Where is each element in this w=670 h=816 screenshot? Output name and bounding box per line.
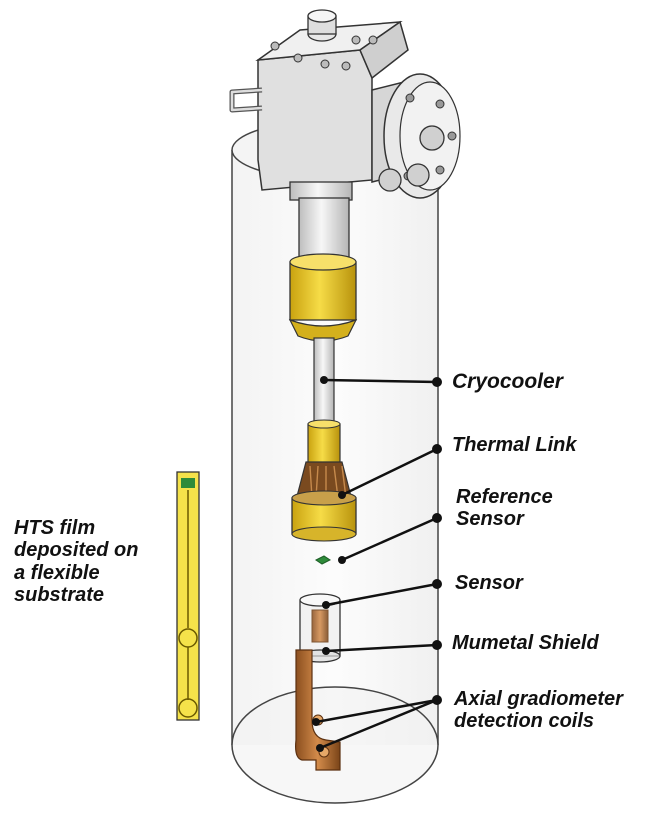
hts-contact-pad (181, 478, 195, 488)
label-hts-film-line2: deposited on (14, 539, 139, 562)
hts-film-strip (176, 471, 200, 721)
label-reference-sensor-line2: Sensor (456, 508, 524, 531)
reference-sensor-chip (315, 555, 331, 565)
label-cryocooler: Cryocooler (452, 370, 563, 393)
leader-cryocooler (323, 378, 438, 384)
label-axial-gradiometer-line1: Axial gradiometer (454, 688, 623, 710)
label-reference-sensor: Reference Sensor (456, 486, 553, 531)
cryocooler-head (229, 9, 461, 201)
label-sensor: Sensor (455, 572, 523, 594)
label-hts-film-line4: substrate (14, 584, 105, 607)
label-hts-film-line3: a flexible (14, 561, 100, 584)
label-axial-gradiometer: Axial gradiometer detection coils (454, 688, 623, 733)
leader-axial-gradiometer-b (319, 698, 438, 750)
leader-mumetal-shield (325, 643, 438, 653)
leader-thermal-link (341, 447, 438, 497)
leader-axial-gradiometer-a (315, 698, 438, 724)
label-axial-gradiometer-line2: detection coils (454, 710, 595, 733)
label-thermal-link: Thermal Link (452, 434, 577, 456)
label-hts-film: HTS film deposited on a flexible substra… (14, 517, 138, 607)
thermal-link-assembly (291, 419, 357, 542)
leader-sensor (325, 582, 438, 607)
gold-flange-upper (288, 253, 358, 342)
leader-lines (312, 376, 442, 752)
leader-reference-sensor (341, 516, 438, 562)
label-mumetal-shield: Mumetal Shield (452, 632, 599, 654)
sensor-element (311, 609, 329, 643)
label-reference-sensor-line1: Reference (456, 486, 553, 508)
label-hts-film-line1: HTS film (14, 517, 96, 539)
